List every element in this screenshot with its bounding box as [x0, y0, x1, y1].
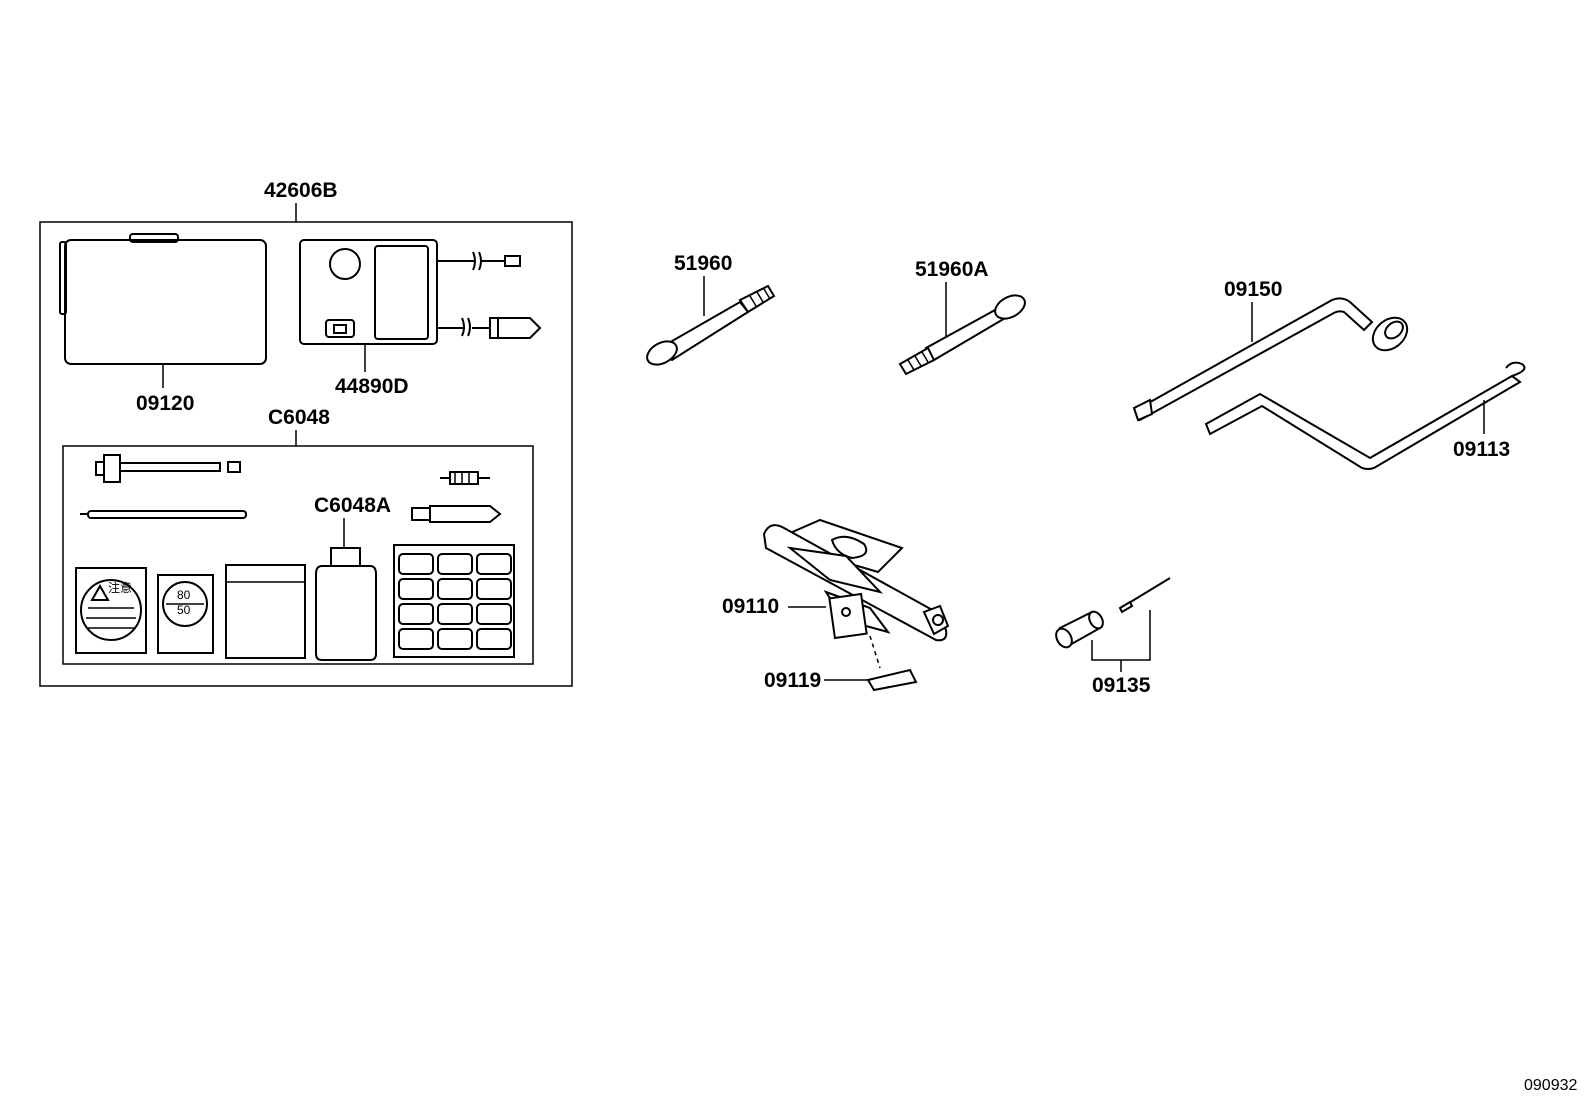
valve-core-icon [440, 471, 490, 485]
valve-core-ribs [454, 472, 470, 484]
manual-case: 09120 [59, 233, 267, 415]
jack-plate-indicator [869, 635, 881, 669]
manual-case-body [64, 239, 267, 365]
patch-sheet [393, 544, 515, 658]
callout-51960: 51960 [674, 252, 732, 275]
compressor-panel [374, 245, 429, 340]
handle-51960a-thread [898, 346, 936, 376]
jack-plate [866, 668, 918, 692]
power-plug-icon [472, 317, 542, 339]
kit-set-group: 42606B 09120 44890 [39, 179, 573, 687]
patch [476, 603, 512, 625]
repair-kit-contents: C6048A 注意 80 50 [75, 454, 515, 661]
patch [476, 628, 512, 650]
callout-51960a: 51960A [915, 258, 989, 281]
warning-sticker-text: 注意 [108, 580, 132, 595]
callout-09113: 09113 [1453, 438, 1510, 461]
handle-51960a-ribs [907, 351, 929, 371]
hose-break-icon [472, 251, 482, 271]
manual-case-clasp [129, 233, 179, 243]
jack-screw-eye [932, 614, 944, 626]
repair-kit-frame [62, 445, 534, 665]
valve-tool-shaft [119, 462, 221, 472]
lug-wrench-socket [1371, 316, 1409, 352]
patch [398, 628, 434, 650]
jack-handle: 09113 [1204, 361, 1526, 470]
patch [398, 578, 434, 600]
handle-51960: 51960 [646, 252, 776, 366]
callout-09135: 09135 [1092, 674, 1151, 697]
tool-set: 09135 [1055, 577, 1171, 697]
callout-09110: 09110 [722, 595, 779, 618]
callout-09119: 09119 [764, 669, 821, 692]
speed-sticker-circle [162, 581, 208, 627]
warning-sticker-lines [86, 607, 136, 629]
patch [437, 628, 473, 650]
lug-wrench-socket-inner [1384, 320, 1404, 340]
valve-tool-handle [103, 454, 121, 483]
callout-c6048a: C6048A [314, 494, 391, 517]
speed-sticker-upper: 80 [177, 588, 191, 602]
patch [476, 578, 512, 600]
lug-wrench-flat-end [1132, 398, 1154, 422]
lug-wrench: 09150 [1132, 278, 1409, 422]
handle-51960a: 51960A [898, 258, 1026, 376]
sealant-bottle [315, 565, 377, 661]
callout-c6048: C6048 [268, 406, 330, 429]
callout-09150: 09150 [1224, 278, 1282, 301]
patch [437, 578, 473, 600]
jack-screw-end [922, 604, 950, 636]
jack-pivot [841, 607, 851, 617]
pressure-gauge-icon [329, 248, 361, 280]
compressor: 44890D [299, 239, 542, 398]
pin-tool-head [1118, 600, 1134, 614]
jack: 09110 09119 [722, 518, 950, 692]
patch-grid [398, 553, 512, 650]
compressor-body [299, 239, 438, 345]
power-switch-icon [325, 319, 355, 338]
patch [476, 553, 512, 575]
handle-51960-thread [738, 284, 776, 314]
patch [437, 603, 473, 625]
injection-tube [87, 510, 247, 519]
patch [437, 553, 473, 575]
kit-set-frame [39, 221, 573, 687]
callout-09120: 09120 [136, 392, 194, 415]
lug-wrench-bar [1134, 297, 1374, 422]
handle-51960-eye [646, 340, 678, 366]
pin-tool [1123, 577, 1171, 607]
speed-sticker-lower: 50 [177, 603, 191, 617]
patch [398, 553, 434, 575]
callout-42606b: 42606B [264, 179, 338, 202]
callout-44890d: 44890D [335, 375, 409, 398]
valve-tool-grip [95, 461, 104, 476]
leader-09135 [1091, 610, 1151, 672]
jack-handle-hook [1505, 361, 1526, 377]
patch [398, 603, 434, 625]
handle-51960-ribs [749, 288, 771, 307]
power-switch-inner [333, 324, 347, 334]
warning-sticker [75, 567, 147, 654]
handle-51960a-eye [994, 294, 1026, 320]
manual-case-spine [59, 241, 67, 315]
valve-tool-tip [227, 461, 241, 473]
warning-sticker-circle [80, 579, 142, 641]
warning-triangle-icon [90, 583, 110, 601]
instruction-card [225, 564, 306, 659]
hose-valve-icon [481, 255, 521, 267]
screwdriver-icon [411, 505, 502, 523]
diagram-reference-number: 090932 [1524, 1077, 1577, 1094]
sealant-bottle-cap [330, 547, 361, 567]
jack-saddle-recess [830, 535, 868, 560]
socket-adapter-top [1088, 610, 1104, 630]
jack-arm-upper [786, 546, 884, 594]
socket-adapter-end [1055, 627, 1073, 649]
cord-break-icon [461, 317, 471, 337]
